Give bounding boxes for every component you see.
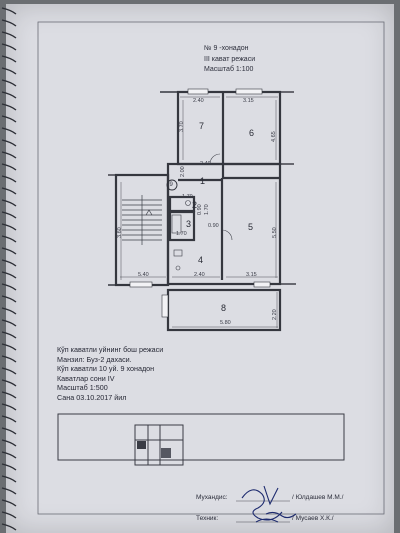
dim-room5-height: 5.50 bbox=[272, 227, 278, 238]
room-label-8: 8 bbox=[221, 303, 227, 313]
dim-corridor-width: 2.40 bbox=[200, 161, 211, 167]
site-info-block: Кўп каватли уйнинг бош режаси Манзил: Бу… bbox=[57, 345, 163, 403]
dim-bottom-left: 5.40 bbox=[138, 272, 149, 278]
engineer-name: / Юлдашев М.М./ bbox=[292, 494, 344, 501]
room-label-6: 6 bbox=[249, 128, 255, 138]
unit-number: 9 bbox=[169, 181, 173, 188]
technician-label: Техник: bbox=[196, 515, 219, 522]
dim-room6-height: 4.65 bbox=[271, 131, 277, 142]
dim-bottom-right: 3.15 bbox=[246, 272, 257, 278]
dim-bath-h1: 1.70 bbox=[204, 204, 210, 215]
info-scale: Масштаб 1:500 bbox=[57, 383, 108, 393]
spiral-binding bbox=[1, 7, 17, 531]
info-building: Кўп каватли 10 уй. 9 хонадон bbox=[57, 364, 155, 374]
room-label-2: 2 bbox=[192, 200, 198, 210]
info-floors: Каватлар сони IV bbox=[57, 373, 115, 383]
dim-bottom-mid: 2.40 bbox=[194, 272, 205, 278]
dim-bath-length: 1.70 bbox=[176, 231, 187, 237]
engineer-label: Мухандис: bbox=[196, 494, 228, 501]
dim-room1-height: 2.00 bbox=[180, 166, 186, 177]
room-label-5: 5 bbox=[248, 222, 254, 232]
dim-top-left: 2.40 bbox=[193, 98, 204, 104]
dim-bath-h2: 0.90 bbox=[197, 204, 203, 215]
room-label-3: 3 bbox=[186, 219, 192, 229]
dim-top-right: 3.15 bbox=[243, 98, 254, 104]
dim-bath-width: 1.70 bbox=[182, 194, 193, 200]
dim-balcony-depth: 2.20 bbox=[272, 309, 278, 320]
info-address: Манзил: Буз-2 дахаси. bbox=[57, 354, 132, 364]
dim-room7-height: 3.70 bbox=[179, 121, 185, 132]
dim-toilet: 0.90 bbox=[208, 223, 219, 229]
room-label-4: 4 bbox=[198, 255, 204, 265]
apartment-number: № 9 -хонадон bbox=[204, 45, 249, 52]
signature-ink bbox=[241, 485, 297, 523]
info-title: Кўп каватли уйнинг бош режаси bbox=[57, 345, 164, 354]
plan-scale: Масштаб 1:100 bbox=[204, 66, 254, 73]
info-date: Сана 03.10.2017 йил bbox=[57, 392, 127, 402]
dim-stair-height: 3.60 bbox=[117, 227, 123, 238]
dim-balcony-width: 5.80 bbox=[220, 320, 231, 326]
technician-name: / Мусаев Х.К./ bbox=[292, 515, 334, 522]
floor-plan-title: III кават режаси bbox=[204, 56, 256, 63]
room-label-7: 7 bbox=[199, 121, 205, 131]
room-label-1: 1 bbox=[200, 176, 206, 186]
